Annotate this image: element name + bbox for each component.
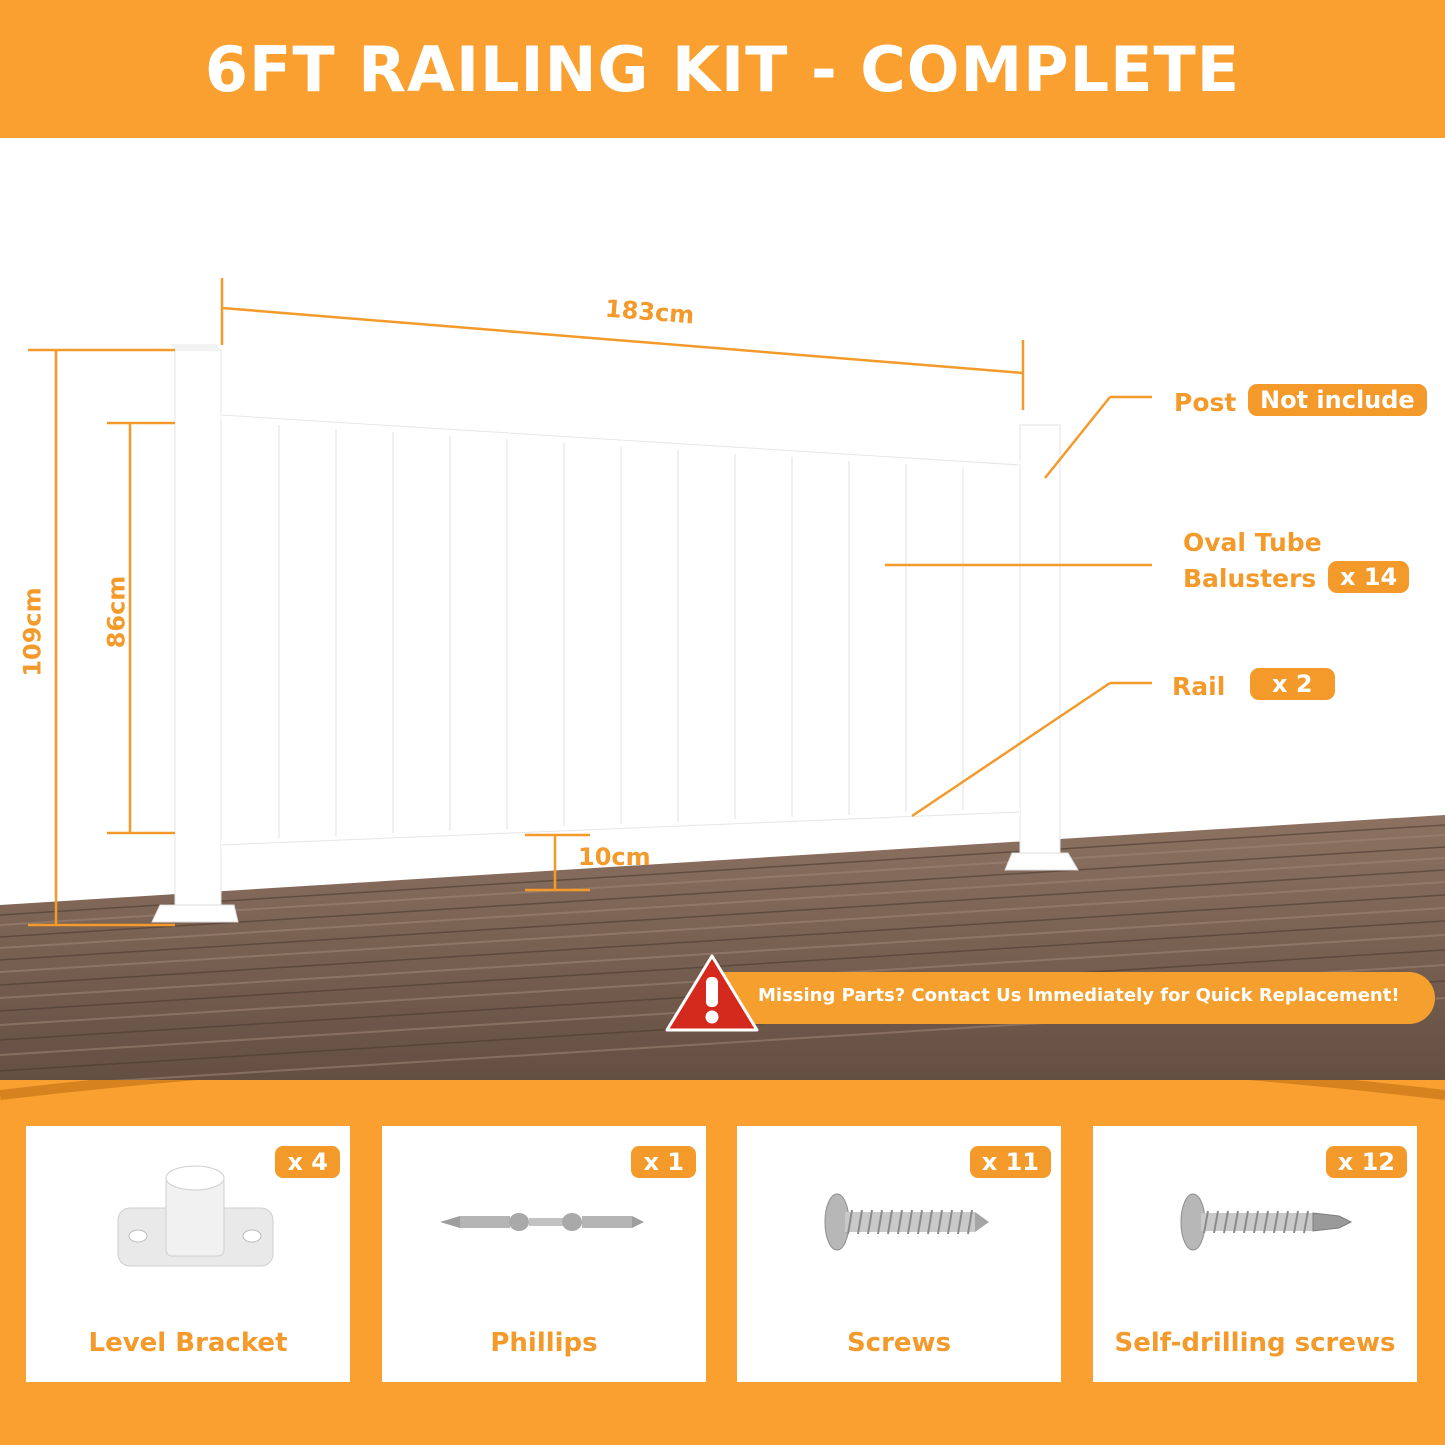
self-drilling-screws-qty: x 12 bbox=[1325, 1146, 1407, 1178]
phillips-qty: x 1 bbox=[631, 1146, 696, 1178]
dimension-lines bbox=[28, 278, 1152, 927]
phillips-bit-icon bbox=[440, 1213, 644, 1231]
parts-panel-bg bbox=[0, 1080, 1445, 1445]
self-drilling-screw-icon bbox=[1180, 1193, 1353, 1251]
balusters bbox=[271, 425, 999, 838]
screws-qty: x 11 bbox=[969, 1146, 1051, 1178]
railing-illustration: 183cm 109cm 86cm 10cm Post Not include O… bbox=[0, 138, 1445, 1118]
left-post bbox=[174, 349, 222, 911]
level-bracket-icon bbox=[117, 1165, 274, 1267]
level-bracket-qty: x 4 bbox=[275, 1146, 340, 1178]
phillips-name: Phillips bbox=[490, 1328, 598, 1358]
part-card-phillips: x 1 Phillips bbox=[382, 1126, 706, 1382]
balusters-badge: x 14 bbox=[1328, 561, 1410, 593]
left-post-base bbox=[151, 904, 239, 923]
page-title: 6FT RAILING KIT - COMPLETE bbox=[204, 32, 1241, 106]
right-post-base bbox=[1004, 852, 1079, 871]
screws-name: Screws bbox=[846, 1328, 952, 1358]
warning-triangle-icon bbox=[665, 954, 759, 1032]
warning-text: Missing Parts? Contact Us Immediately fo… bbox=[758, 985, 1400, 1006]
level-bracket-name: Level Bracket bbox=[88, 1328, 288, 1358]
header-banner: 6FT RAILING KIT - COMPLETE bbox=[0, 0, 1445, 138]
screw-icon bbox=[824, 1193, 989, 1251]
balusters-label-line1: Oval Tube bbox=[1183, 528, 1322, 557]
post-badge: Not include bbox=[1248, 384, 1427, 416]
balusters-label-line2: Balusters bbox=[1183, 564, 1317, 593]
rail-label: Rail bbox=[1172, 672, 1226, 701]
rail-height-dimension: 86cm bbox=[102, 575, 131, 649]
part-card-self-drilling-screws: x 12 Self-drilling screws bbox=[1093, 1126, 1417, 1382]
total-height-dimension: 109cm bbox=[18, 587, 47, 677]
rail-badge: x 2 bbox=[1250, 668, 1335, 700]
right-post bbox=[1019, 424, 1061, 856]
post-label: Post bbox=[1174, 388, 1237, 417]
railing-drawing bbox=[0, 278, 1445, 1118]
self-drilling-screws-name: Self-drilling screws bbox=[1114, 1328, 1396, 1358]
gap-dimension: 10cm bbox=[578, 843, 651, 871]
part-card-level-bracket: x 4 Level Bracket bbox=[26, 1126, 350, 1382]
warning-banner: Missing Parts? Contact Us Immediately fo… bbox=[690, 972, 1435, 1024]
part-card-screws: x 11 Screws bbox=[737, 1126, 1061, 1382]
